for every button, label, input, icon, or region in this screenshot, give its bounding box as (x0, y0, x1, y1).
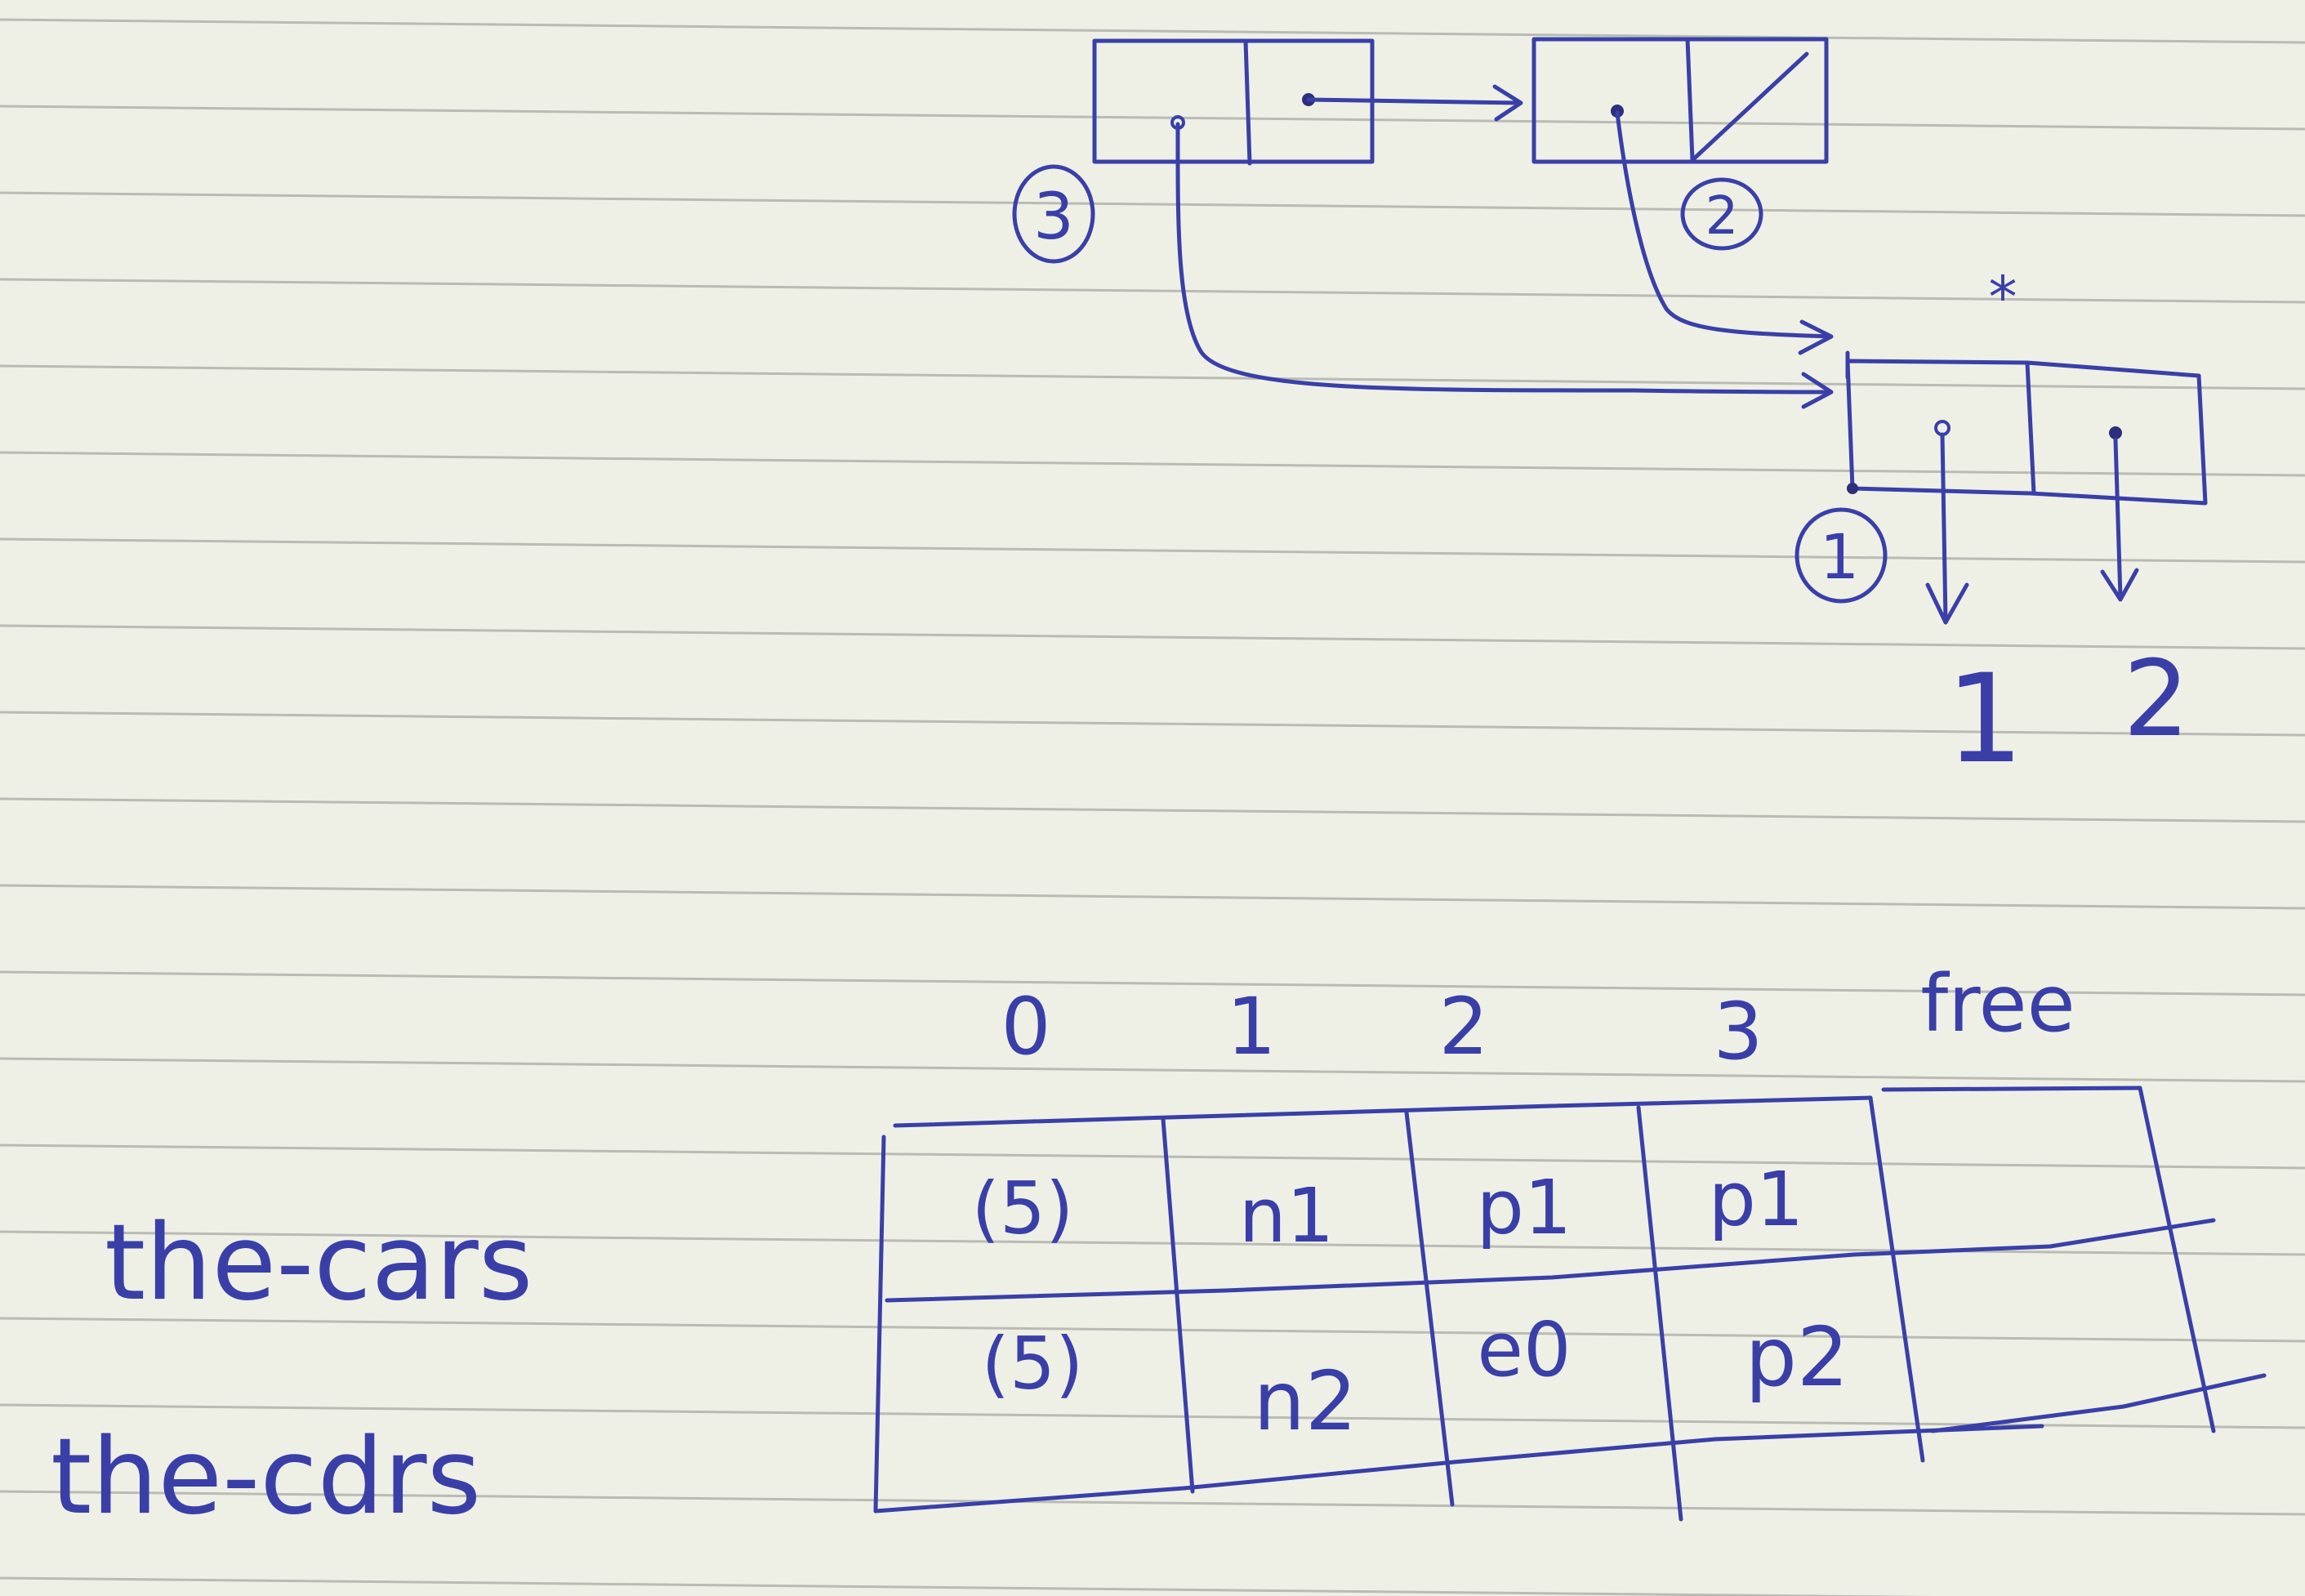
arrowhead-pair3-cdr-to-pair2 (1492, 84, 1523, 122)
cell-cdrs-0: (5) (982, 1322, 1084, 1406)
column-divider-0 (873, 1135, 886, 1514)
row-the-cars: (5) n1 p1 p1 (972, 1156, 1804, 1259)
leaf-value-1: 1 (1946, 649, 2023, 791)
rule-line (0, 884, 2305, 910)
arrowhead-pair2-car-to-pair1 (1798, 319, 1834, 355)
column-divider-3 (1636, 1105, 1683, 1522)
pair-1 (1845, 350, 2208, 506)
row-label-the-cars: the-cars (105, 1202, 533, 1324)
table-middle-line (885, 1218, 2216, 1303)
column-header-2: 2 (1438, 981, 1488, 1072)
box-pointer-diagram: 3 2 1 * 1 2 (1012, 37, 2208, 791)
rule-line (0, 1490, 2305, 1516)
column-divider-2 (1404, 1110, 1455, 1507)
column-header-3: 3 (1713, 986, 1763, 1077)
rule-line (0, 1057, 2305, 1083)
label-3-circle (1012, 164, 1095, 264)
column-header-free: free (1920, 958, 2075, 1050)
rule-line (0, 711, 2305, 737)
star-mark: * (1989, 264, 2017, 331)
label-2-circle (1680, 177, 1763, 251)
pair-2-nil-slash (1690, 51, 1809, 163)
rule-line (0, 1403, 2305, 1429)
arrow-pair1-cdr-to-leaf-2 (2113, 437, 2123, 600)
free-top-line (1881, 1086, 2142, 1092)
rule-line (0, 364, 2305, 390)
row-the-cdrs: (5) n2 e0 p2 (982, 1306, 1849, 1449)
rule-line (0, 278, 2305, 304)
column-header-0: 0 (1001, 981, 1050, 1072)
label-3-text: 3 (1033, 181, 1074, 254)
arrowhead-pair1-car-to-leaf-1 (1925, 582, 1969, 625)
rule-line (0, 970, 2305, 996)
arrow-pair3-car-to-pair1 (1175, 122, 1832, 395)
table-grid (873, 1086, 2267, 1522)
rule-line (0, 105, 2305, 131)
cell-cars-0: (5) (972, 1166, 1074, 1250)
row-label-the-cdrs: the-cdrs (51, 1416, 481, 1538)
notebook-rule-lines (0, 18, 2305, 1596)
pair-2-divider (1685, 37, 1695, 163)
cell-cdrs-1: n2 (1253, 1353, 1357, 1449)
cell-cdrs-2: e0 (1477, 1306, 1571, 1393)
memory-table: 0 1 2 3 free the-cars the-cdrs (5) n1 (51, 958, 2267, 1538)
column-header-1: 1 (1226, 981, 1276, 1072)
label-1-text: 1 (1820, 520, 1859, 593)
pair-2 (1531, 37, 1829, 164)
leaf-value-2: 2 (2123, 639, 2189, 760)
pointer-arrows (1175, 84, 2139, 625)
free-bottom-line (1930, 1373, 2267, 1433)
column-divider-5 (2138, 1086, 2216, 1433)
label-2-text: 2 (1705, 186, 1739, 247)
cell-cars-3: p1 (1709, 1156, 1804, 1243)
arrow-pair2-car-to-pair1 (1615, 110, 1832, 339)
rule-line (0, 624, 2305, 650)
arrow-pair1-car-to-leaf-1 (1940, 432, 1948, 623)
column-divider-1 (1161, 1117, 1195, 1494)
pair-1-cdr-pointer-dot (2109, 426, 2122, 439)
cell-cdrs-3: p2 (1745, 1309, 1848, 1405)
pair-1-corner-dot (1847, 483, 1858, 494)
rule-line (0, 1144, 2305, 1170)
table-bottom-line (873, 1424, 2044, 1514)
rule-line (0, 451, 2305, 477)
label-1-circle (1795, 507, 1888, 604)
rule-line (0, 1317, 2305, 1343)
pair-2-outline (1531, 37, 1829, 164)
arrowhead-pair3-car-to-pair1 (1801, 372, 1834, 409)
pair-3-divider (1243, 38, 1252, 166)
pair-1-divider (2025, 360, 2036, 496)
circled-node-labels: 3 2 1 * 1 2 (1012, 164, 2190, 791)
cell-cars-2: p1 (1477, 1164, 1572, 1251)
rule-line (0, 1576, 1935, 1596)
rule-line (0, 191, 2305, 217)
arrowhead-pair1-cdr-to-leaf-2 (2100, 568, 2139, 602)
column-divider-4 (1868, 1095, 1925, 1463)
cell-cars-1: n1 (1239, 1172, 1335, 1259)
rule-line (0, 18, 2305, 44)
pair-3 (1092, 38, 1375, 166)
column-headers: 0 1 2 3 free (1001, 958, 2075, 1077)
rule-line (0, 797, 2305, 823)
table-top-line (893, 1095, 1873, 1128)
arrow-pair3-cdr-to-pair2 (1306, 97, 1522, 105)
rule-line (0, 537, 2305, 564)
